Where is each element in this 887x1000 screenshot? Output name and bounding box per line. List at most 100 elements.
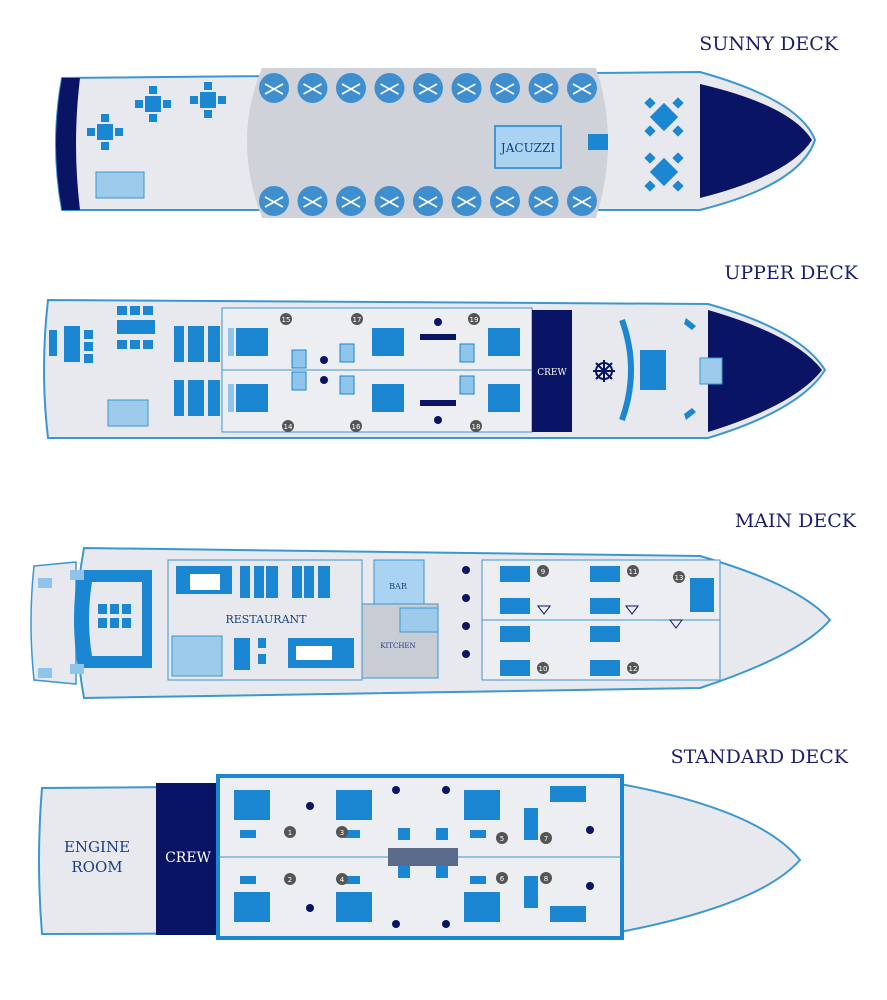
cabin-17-number: 17 [353, 316, 362, 324]
shower-icon [462, 622, 470, 630]
sunbed-icon [457, 196, 476, 208]
bridge-console [640, 350, 666, 390]
sunny-sunbeds [259, 73, 597, 216]
step-icon [38, 578, 52, 588]
sink-icon [436, 866, 448, 878]
step-icon [38, 668, 52, 678]
seat-icon [98, 604, 107, 614]
chair-icon [234, 638, 250, 670]
standard-crew-area [156, 783, 216, 935]
sunbed-icon [567, 186, 597, 216]
cabin-18-number: 18 [472, 423, 481, 431]
sunbed-icon [451, 186, 482, 216]
bed-icon [500, 660, 530, 676]
chair-icon [174, 326, 184, 362]
sunbed-icon [418, 83, 438, 95]
engine-room-label-1: ENGINE [64, 838, 130, 856]
step-icon [70, 570, 84, 580]
upper-furniture [49, 306, 520, 424]
chair-icon [130, 340, 140, 349]
sink-icon [537, 605, 551, 615]
cabin-13-badge [673, 571, 685, 583]
cabin-11-badge [627, 565, 639, 577]
cabin-10-badge [537, 662, 549, 674]
cabin-12-badge [627, 662, 639, 674]
shower-block [588, 134, 608, 150]
sunbed-icon [374, 186, 405, 216]
desk-icon [470, 830, 486, 838]
chair-icon [84, 354, 93, 363]
bed-icon [500, 566, 530, 582]
chair-icon [644, 180, 656, 192]
standard-stairs [388, 848, 458, 866]
jacuzzi [494, 125, 562, 169]
sink-icon [625, 605, 639, 615]
chair-icon [672, 180, 684, 192]
cabin-9-number: 9 [541, 568, 545, 576]
sunbed-icon [534, 196, 553, 208]
sunbed-icon [259, 186, 289, 216]
cabin-19-badge [468, 313, 480, 325]
bridge-arc [619, 318, 634, 422]
bed-icon [590, 598, 620, 614]
sunbed-icon [457, 83, 476, 95]
chair-icon [84, 330, 93, 339]
sink-icon [398, 828, 410, 840]
sunbed-icon [413, 73, 443, 103]
cabin-2-badge [284, 873, 296, 885]
shower-icon [320, 356, 328, 364]
anchor-icon-bottom [684, 408, 696, 420]
main-deck: MAIN DECK RESTAURANT BAR KITCHEN 9 10 11… [30, 510, 857, 700]
cabin-12-number: 12 [629, 665, 638, 673]
sunbed-icon [490, 73, 520, 103]
sunny-stairs [95, 171, 145, 199]
sunbed-icon [264, 196, 284, 208]
cabin-1-number: 1 [288, 829, 292, 837]
shower-icon [442, 786, 450, 794]
upper-crew-label: CREW [537, 368, 567, 378]
bed-icon [550, 786, 586, 802]
table-icon [649, 157, 679, 187]
chair-icon [149, 86, 157, 94]
bed-icon [336, 892, 372, 922]
standard-furniture [234, 786, 594, 928]
table-icon [296, 646, 332, 660]
pillow-icon [228, 384, 234, 412]
sunbed-icon [264, 83, 284, 95]
chair-icon [258, 638, 266, 648]
chair-icon [130, 306, 140, 315]
sunbed-icon [374, 73, 405, 103]
cabin-15-number: 15 [282, 316, 291, 324]
desk-icon [344, 830, 360, 838]
desk-icon [240, 830, 256, 838]
bed-icon [236, 328, 268, 356]
chair-icon [174, 380, 184, 416]
chair-icon [101, 142, 109, 150]
shower-icon [306, 802, 314, 810]
bed-icon [690, 578, 714, 612]
bed-icon [372, 328, 404, 356]
shower-icon [434, 318, 442, 326]
cabin-3-badge [336, 826, 348, 838]
table-icon [97, 124, 113, 140]
cabin-16-badge [350, 420, 362, 432]
bed-icon [464, 892, 500, 922]
sink-icon [398, 866, 410, 878]
bed-icon [590, 566, 620, 582]
sofa-icon [188, 326, 204, 362]
cabin-8-number: 8 [544, 875, 548, 883]
bed-icon [500, 598, 530, 614]
upper-deck: UPPER DECK CREW 15 17 19 14 [43, 262, 859, 439]
bed-icon [372, 384, 404, 412]
bed-icon [234, 892, 270, 922]
chair-icon [204, 82, 212, 90]
cabin-5-number: 5 [500, 835, 504, 843]
chair-icon [258, 654, 266, 664]
table-icon [318, 566, 330, 598]
sofa-icon [64, 326, 80, 362]
upper-deck-title: UPPER DECK [724, 262, 858, 284]
cabin-10-number: 10 [539, 665, 548, 673]
chair-icon [143, 306, 153, 315]
sunny-deck-title: SUNNY DECK [699, 33, 839, 55]
pillow-icon [228, 328, 234, 356]
